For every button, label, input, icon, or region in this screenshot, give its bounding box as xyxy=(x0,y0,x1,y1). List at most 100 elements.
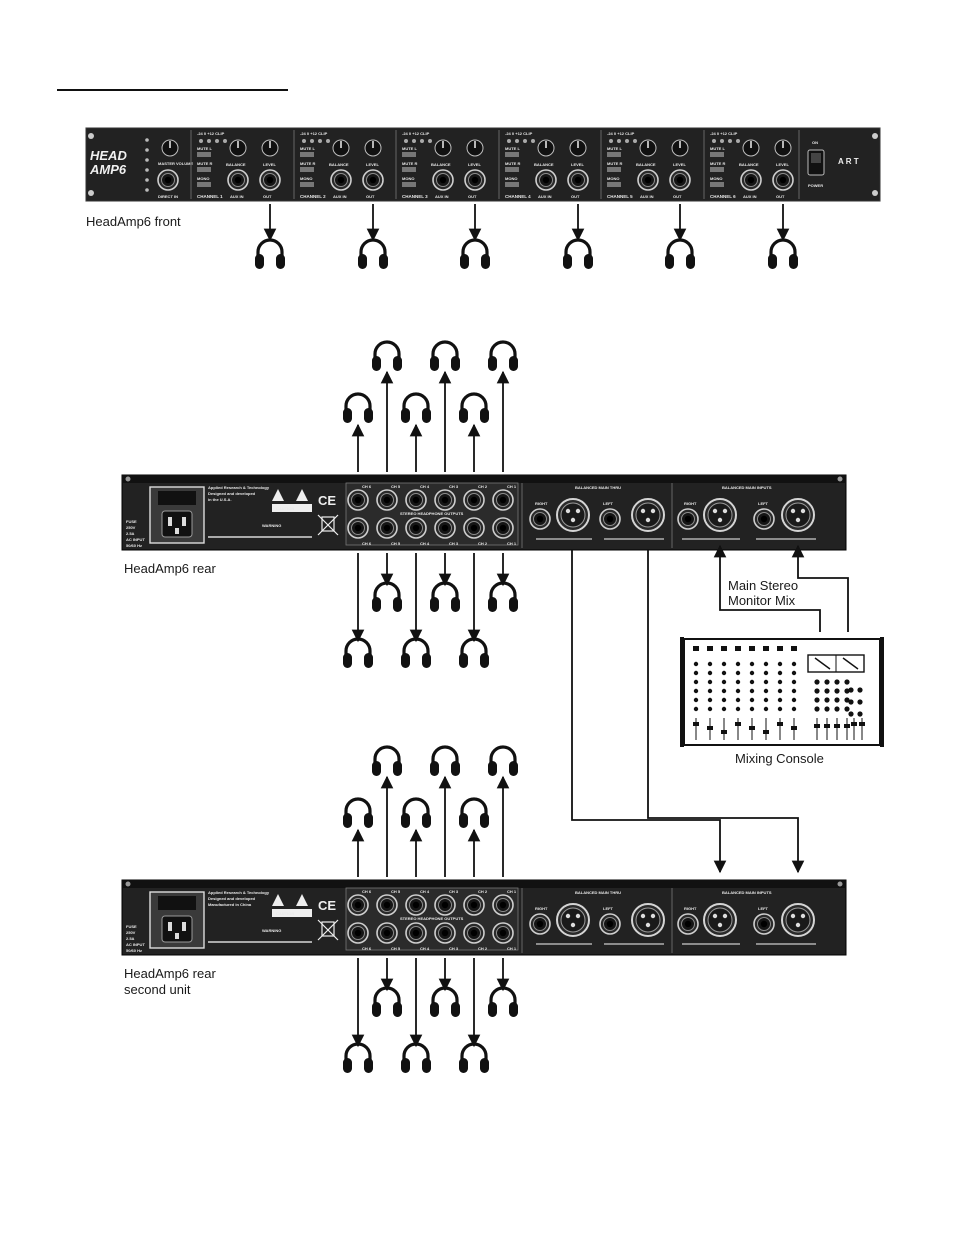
balance-knob[interactable] xyxy=(639,139,657,157)
mono-button[interactable] xyxy=(607,182,621,187)
aux-in-jack[interactable] xyxy=(637,169,659,191)
direct-in-jack[interactable] xyxy=(157,169,179,191)
mute-r-button[interactable] xyxy=(710,167,724,172)
thru-right-xlr[interactable] xyxy=(556,903,590,937)
console-fader xyxy=(735,722,741,726)
headphone-output-jack-top[interactable] xyxy=(463,894,485,916)
headphone-output-jack-top[interactable] xyxy=(434,894,456,916)
headphone-output-jack-bottom[interactable] xyxy=(463,922,485,944)
headphones-icon xyxy=(370,986,404,1019)
aux-in-jack[interactable] xyxy=(432,169,454,191)
level-knob[interactable] xyxy=(364,139,382,157)
headphone-output-jack-bottom[interactable] xyxy=(434,922,456,944)
thru-left-jack[interactable] xyxy=(599,913,621,935)
mute-l-button[interactable] xyxy=(300,152,314,157)
input-right-jack[interactable] xyxy=(677,913,699,935)
mute-r-button[interactable] xyxy=(505,167,519,172)
headphone-output-jack-top[interactable] xyxy=(376,489,398,511)
headphone-output-jack-bottom[interactable] xyxy=(405,922,427,944)
headphone-output-jack-bottom[interactable] xyxy=(434,517,456,539)
headphone-output-jack-top[interactable] xyxy=(463,489,485,511)
mono-button[interactable] xyxy=(197,182,211,187)
mono-button[interactable] xyxy=(505,182,519,187)
aux-in-jack[interactable] xyxy=(535,169,557,191)
balance-knob[interactable] xyxy=(742,139,760,157)
headphone-output-jack-bottom[interactable] xyxy=(347,922,369,944)
input-left-jack[interactable] xyxy=(753,508,775,530)
headphone-output-jack-bottom[interactable] xyxy=(463,517,485,539)
mute-r-button[interactable] xyxy=(197,167,211,172)
channel-label: CHANNEL 1 xyxy=(197,194,223,199)
headphone-output-jack-top[interactable] xyxy=(405,489,427,511)
aux-in-jack[interactable] xyxy=(330,169,352,191)
headphones-icon xyxy=(486,745,520,778)
jack-top-label: CH 4 xyxy=(420,484,430,489)
level-knob[interactable] xyxy=(261,139,279,157)
fuse-amp-label: 2.5A xyxy=(126,936,135,941)
mute-l-button[interactable] xyxy=(197,152,211,157)
headphone-output-jack-top[interactable] xyxy=(492,489,514,511)
thru-left-xlr[interactable] xyxy=(631,498,665,532)
fuse-voltage-label: 250V xyxy=(126,525,136,530)
headphone-output-jack-bottom[interactable] xyxy=(376,922,398,944)
headphone-output-jack-top[interactable] xyxy=(434,489,456,511)
balance-knob[interactable] xyxy=(332,139,350,157)
headphone-out-jack[interactable] xyxy=(772,169,794,191)
thru-left-jack[interactable] xyxy=(599,508,621,530)
headphone-out-jack[interactable] xyxy=(259,169,281,191)
aux-in-jack[interactable] xyxy=(740,169,762,191)
headphone-out-jack[interactable] xyxy=(669,169,691,191)
balance-knob[interactable] xyxy=(229,139,247,157)
headphone-output-jack-top[interactable] xyxy=(347,489,369,511)
meter-led-icon xyxy=(207,139,211,143)
jack-bottom-label: CH 3 xyxy=(449,541,459,546)
balance-knob[interactable] xyxy=(434,139,452,157)
input-left-xlr[interactable] xyxy=(781,498,815,532)
console-fader xyxy=(777,722,783,726)
mute-l-button[interactable] xyxy=(402,152,416,157)
headphone-out-jack[interactable] xyxy=(464,169,486,191)
console-knob-icon xyxy=(693,706,699,712)
mute-l-button[interactable] xyxy=(710,152,724,157)
mono-button[interactable] xyxy=(710,182,724,187)
headphone-out-jack[interactable] xyxy=(362,169,384,191)
headphone-output-jack-top[interactable] xyxy=(376,894,398,916)
input-right-xlr[interactable] xyxy=(703,498,737,532)
balance-knob[interactable] xyxy=(537,139,555,157)
master-volume-knob[interactable] xyxy=(161,139,179,157)
input-right-xlr[interactable] xyxy=(703,903,737,937)
aux-in-jack[interactable] xyxy=(227,169,249,191)
level-knob[interactable] xyxy=(671,139,689,157)
level-knob[interactable] xyxy=(774,139,792,157)
headphone-output-jack-top[interactable] xyxy=(405,894,427,916)
headphone-output-jack-top[interactable] xyxy=(347,894,369,916)
thru-left-xlr[interactable] xyxy=(631,903,665,937)
input-right-jack[interactable] xyxy=(677,508,699,530)
headphone-output-jack-top[interactable] xyxy=(492,894,514,916)
thru-right-jack[interactable] xyxy=(529,508,551,530)
headphone-out-jack[interactable] xyxy=(567,169,589,191)
level-knob[interactable] xyxy=(466,139,484,157)
mute-r-button[interactable] xyxy=(300,167,314,172)
thru-right-jack[interactable] xyxy=(529,913,551,935)
level-knob[interactable] xyxy=(569,139,587,157)
weee-bin-icon xyxy=(321,516,335,532)
headphone-output-jack-bottom[interactable] xyxy=(376,517,398,539)
mute-r-button[interactable] xyxy=(402,167,416,172)
thru-right-xlr[interactable] xyxy=(556,498,590,532)
mute-l-button[interactable] xyxy=(505,152,519,157)
headphone-output-jack-bottom[interactable] xyxy=(405,517,427,539)
mute-r-button[interactable] xyxy=(607,167,621,172)
thru-right-label: RIGHT xyxy=(535,906,548,911)
headphones-icon xyxy=(428,745,462,778)
mono-button[interactable] xyxy=(300,182,314,187)
headphone-output-jack-bottom[interactable] xyxy=(492,517,514,539)
input-left-jack[interactable] xyxy=(753,913,775,935)
headphone-output-jack-bottom[interactable] xyxy=(347,517,369,539)
mute-l-button[interactable] xyxy=(607,152,621,157)
input-left-xlr[interactable] xyxy=(781,903,815,937)
console-fader xyxy=(749,726,755,730)
headphones-icon xyxy=(356,238,390,271)
headphone-output-jack-bottom[interactable] xyxy=(492,922,514,944)
mono-button[interactable] xyxy=(402,182,416,187)
